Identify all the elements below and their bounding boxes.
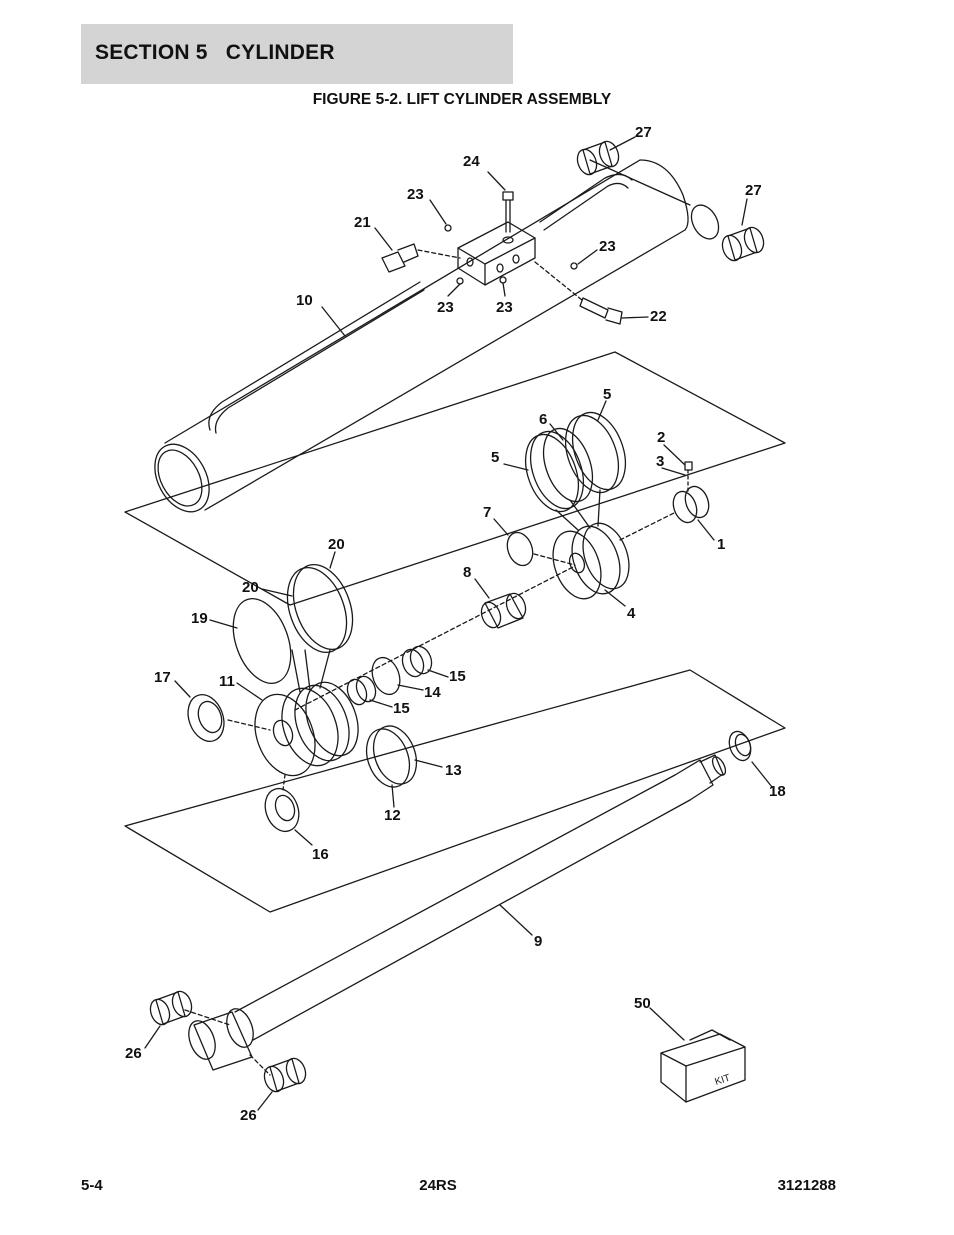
callout-4: 4 [627,605,636,622]
callout-5-left: 5 [491,449,499,466]
callout-20-top: 20 [328,536,345,553]
callout-18: 18 [769,783,786,800]
callout-7: 7 [483,504,491,521]
callout-14: 14 [424,684,441,701]
callout-23-d: 23 [496,299,513,316]
callout-labels: 27 24 27 23 21 23 10 23 23 22 5 6 2 5 3 … [125,124,786,1124]
cylinder-tube [154,159,689,513]
callout-20-left: 20 [242,579,259,596]
valve-block [457,221,536,286]
callout-5-top: 5 [603,386,611,403]
callout-3: 3 [656,453,664,470]
callout-15-right: 15 [449,668,466,685]
spacer-8 [480,592,527,629]
model-name: 24RS [419,1177,457,1194]
page-number: 5-4 [81,1177,103,1194]
piston-rod-9 [234,754,727,1041]
callout-17: 17 [154,669,171,686]
cylinder-head-11 [254,681,359,777]
callout-6: 6 [539,411,547,428]
kit-box-label: KIT [714,1073,732,1088]
callout-21: 21 [354,214,371,231]
callout-9: 9 [534,933,542,950]
leader-lines [144,136,773,1111]
bushing-27-right [721,226,765,262]
callout-11: 11 [219,673,235,690]
callout-26-bottom: 26 [240,1107,257,1124]
callout-10: 10 [296,292,313,309]
callout-22: 22 [650,308,667,325]
bushing-27-top [576,140,620,176]
section-header: SECTION 5 CYLINDER [81,24,513,84]
document-number: 3121288 [777,1177,836,1194]
section-title: SECTION 5 CYLINDER [95,41,335,64]
callout-12: 12 [384,807,401,824]
kit-box [660,1029,746,1103]
piston-4 [552,522,630,600]
callout-50: 50 [634,995,651,1012]
callout-23-a: 23 [407,186,424,203]
callout-13: 13 [445,762,462,779]
figure-title: FIGURE 5-2. LIFT CYLINDER ASSEMBLY [312,91,612,108]
callout-8: 8 [463,564,471,581]
callout-27-top: 27 [635,124,652,141]
callout-23-c: 23 [437,299,454,316]
callout-27-right: 27 [745,182,762,199]
callout-16: 16 [312,846,329,863]
callout-23-b: 23 [599,238,616,255]
callout-26-top: 26 [125,1045,142,1062]
callout-2: 2 [657,429,665,446]
callout-24: 24 [463,153,480,170]
callout-1: 1 [717,536,725,553]
callout-19: 19 [191,610,208,627]
callout-15-left: 15 [393,700,410,717]
